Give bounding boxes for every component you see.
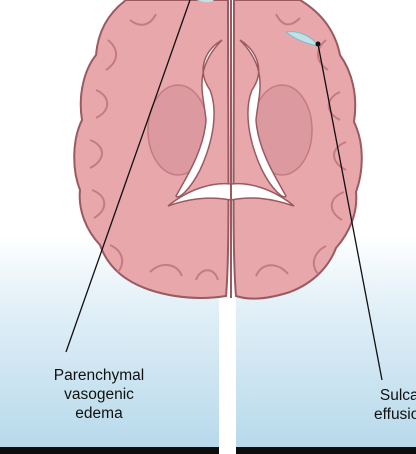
parenchymal-edema-label: Parenchymal vasogenic edema <box>24 366 174 423</box>
label-line-1: Parenchymal <box>24 366 174 385</box>
label-line-3: edema <box>24 404 174 423</box>
label-line-1: Sulcal <box>356 386 416 405</box>
right-leader-dot <box>316 42 321 47</box>
label-line-2: effusion <box>356 405 416 424</box>
sulcal-effusion-label: Sulcal effusion <box>356 386 416 424</box>
label-line-2: vasogenic <box>24 385 174 404</box>
